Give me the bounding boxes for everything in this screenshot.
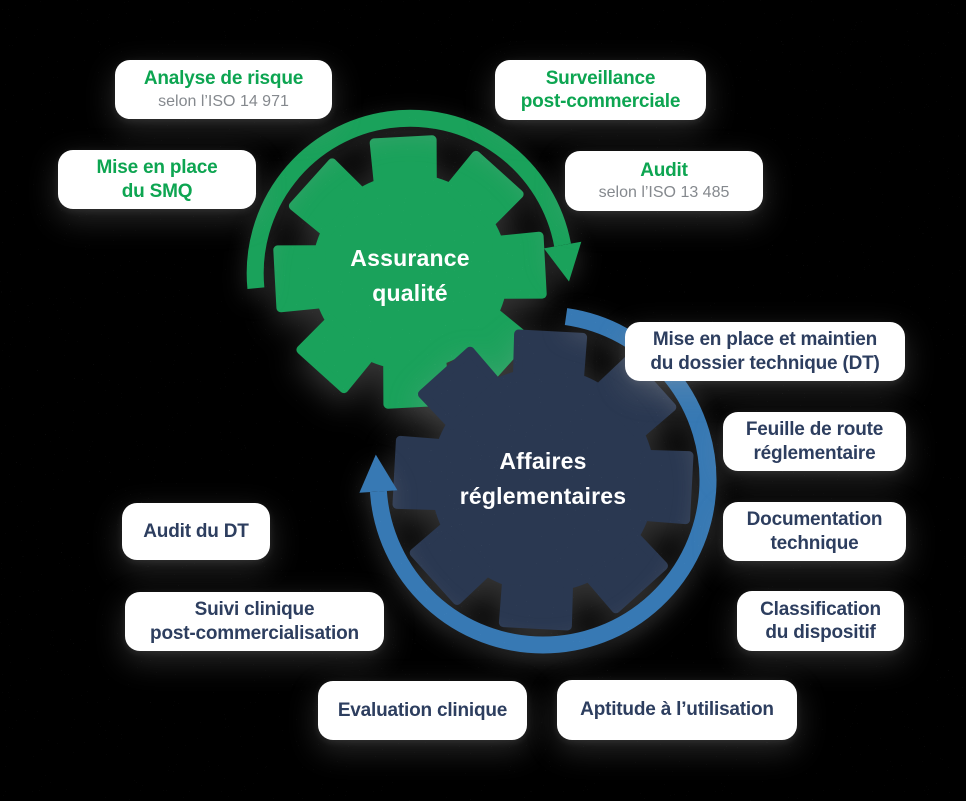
card-title: Audit du DT bbox=[143, 520, 249, 542]
card-documentation-technique: Documentation technique bbox=[723, 502, 906, 561]
card-title: Feuille de route réglementaire bbox=[745, 419, 884, 464]
card-audit-iso-13485: Audit selon l’ISO 13 485 bbox=[565, 151, 763, 211]
card-mise-en-place-dossier-technique: Mise en place et maintien du dossier tec… bbox=[625, 322, 905, 381]
card-subtitle: selon l’ISO 13 485 bbox=[598, 184, 730, 202]
card-title: Surveillance post-commerciale bbox=[520, 67, 681, 113]
card-analyse-de-risque: Analyse de risque selon l’ISO 14 971 bbox=[115, 60, 332, 119]
card-title: Classification du dispositif bbox=[760, 598, 881, 644]
card-title: Suivi clinique post-commercialisation bbox=[150, 599, 359, 644]
card-title: Audit bbox=[640, 159, 688, 181]
card-audit-du-dt: Audit du DT bbox=[122, 503, 270, 560]
card-mise-en-place-du-smq: Mise en place du SMQ bbox=[58, 150, 256, 209]
card-title: Analyse de risque bbox=[143, 68, 304, 90]
card-subtitle: selon l’ISO 14 971 bbox=[158, 92, 289, 110]
card-title: Aptitude à l’utilisation bbox=[580, 699, 774, 721]
card-feuille-de-route-reglementaire: Feuille de route réglementaire bbox=[723, 412, 906, 471]
regulatory-arrow-head-icon bbox=[359, 454, 398, 493]
card-title: Mise en place du SMQ bbox=[96, 157, 218, 202]
card-classification-du-dispositif: Classification du dispositif bbox=[737, 591, 904, 651]
card-title: Mise en place et maintien du dossier tec… bbox=[650, 329, 880, 374]
card-surveillance-post-commerciale: Surveillance post-commerciale bbox=[495, 60, 706, 120]
card-evaluation-clinique: Evaluation clinique bbox=[318, 681, 527, 740]
card-suivi-clinique-post-commercialisation: Suivi clinique post-commercialisation bbox=[125, 592, 384, 651]
card-title: Evaluation clinique bbox=[337, 699, 508, 721]
card-title: Documentation technique bbox=[746, 509, 883, 554]
card-aptitude-a-l-utilisation: Aptitude à l’utilisation bbox=[557, 680, 797, 740]
